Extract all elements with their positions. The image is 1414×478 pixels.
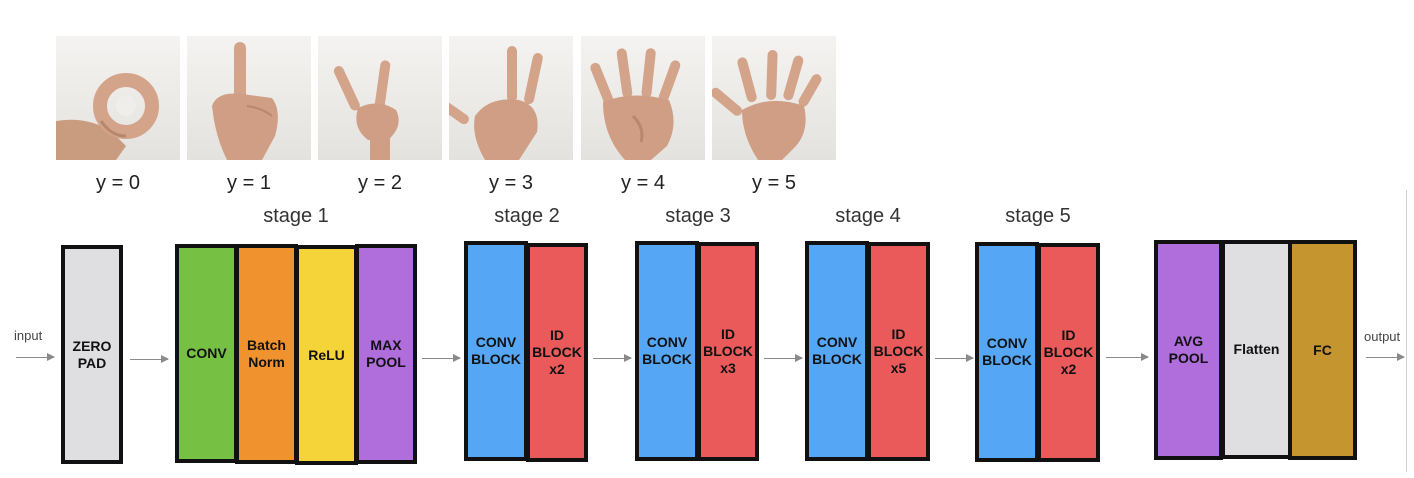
- stage-2-conv-block: CONV BLOCK: [464, 241, 528, 461]
- input-arrow: [16, 353, 55, 361]
- stage-4-conv-block: CONV BLOCK: [805, 241, 869, 461]
- zero-pad-block: ZERO PAD: [61, 245, 123, 464]
- hand-sign-one-icon: [212, 42, 278, 160]
- hand-sign-photo-3: [449, 36, 573, 160]
- stage-3-conv-block: CONV BLOCK: [635, 241, 699, 461]
- hand-sign-photo-0: [56, 36, 180, 160]
- stage-4-id-block: ID BLOCK x5: [867, 242, 930, 461]
- hand-sign-photo-2: [318, 36, 442, 160]
- arrow-to-stage-4: [764, 354, 803, 362]
- label-y2: y = 2: [358, 172, 402, 194]
- conv-block: CONV: [175, 244, 238, 463]
- stage-3-label: stage 3: [665, 205, 731, 227]
- label-y3: y = 3: [489, 172, 533, 194]
- hand-sign-three-icon: [449, 46, 543, 160]
- stage-5-id-block: ID BLOCK x2: [1037, 243, 1100, 462]
- output-label: output: [1364, 329, 1401, 344]
- hand-sign-four-icon: [590, 48, 681, 160]
- hand-sign-photo-1: [187, 36, 311, 160]
- stage-5-conv-block: CONV BLOCK: [975, 242, 1039, 462]
- stage-3-id-block: ID BLOCK x3: [697, 242, 759, 461]
- flatten-block: Flatten: [1221, 240, 1292, 459]
- output-arrow: [1366, 353, 1405, 361]
- stage-5-label: stage 5: [1005, 205, 1071, 227]
- stage-2-label: stage 2: [494, 205, 560, 227]
- stage-1-label: stage 1: [263, 205, 329, 227]
- hand-sign-two-icon: [333, 60, 399, 160]
- hand-sign-photo-5: [712, 36, 836, 160]
- arrow-to-head: [1106, 353, 1149, 361]
- hand-sign-photo-4: [581, 36, 705, 160]
- right-edge-divider: [1406, 190, 1407, 472]
- stage-2-id-block: ID BLOCK x2: [526, 243, 588, 462]
- input-label: input: [14, 328, 43, 343]
- hand-sign-five-icon: [712, 50, 822, 160]
- stage-4-label: stage 4: [835, 205, 901, 227]
- avg-pool-block: AVG POOL: [1154, 240, 1223, 460]
- hand-sign-zero-icon: [56, 73, 159, 160]
- relu-block: ReLU: [295, 245, 358, 465]
- arrow-to-stage-1: [130, 355, 169, 363]
- batch-norm-block: Batch Norm: [235, 244, 298, 464]
- arrow-to-stage-2: [422, 354, 461, 362]
- fc-block: FC: [1288, 240, 1357, 460]
- label-y1: y = 1: [227, 172, 271, 194]
- label-y4: y = 4: [621, 172, 665, 194]
- arrow-to-stage-3: [593, 354, 632, 362]
- label-y5: y = 5: [752, 172, 796, 194]
- arrow-to-stage-5: [935, 354, 974, 362]
- label-y0: y = 0: [96, 172, 140, 194]
- max-pool-block: MAX POOL: [355, 244, 417, 464]
